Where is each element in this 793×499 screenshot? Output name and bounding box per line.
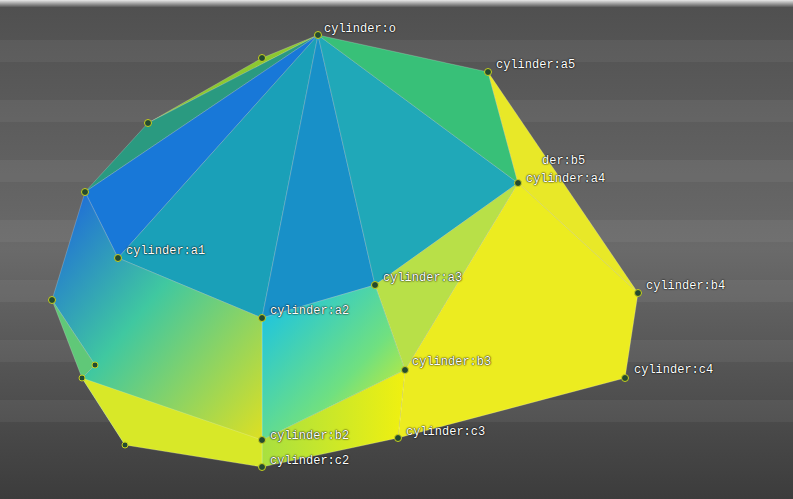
vertex-label: cylinder:a5 <box>496 58 575 72</box>
vertex-label: der:b5 <box>542 154 585 168</box>
vertex-label: cylinder:a1 <box>126 244 205 258</box>
vertex-label: cylinder:b3 <box>412 355 491 369</box>
vertex-label: cylinder:c2 <box>270 454 349 468</box>
vertex-label: cylinder:b4 <box>646 279 725 293</box>
vertex-label: cylinder:c4 <box>634 363 713 377</box>
vertex-label: cylinder:o <box>324 22 396 36</box>
vertex-label: cylinder:c3 <box>406 425 485 439</box>
vertex-label: cylinder:b2 <box>270 429 349 443</box>
vertex-label: cylinder:a3 <box>383 271 462 285</box>
vertex-label: cylinder:a2 <box>270 304 349 318</box>
vertex-label: cylinder:a4 <box>526 172 605 186</box>
